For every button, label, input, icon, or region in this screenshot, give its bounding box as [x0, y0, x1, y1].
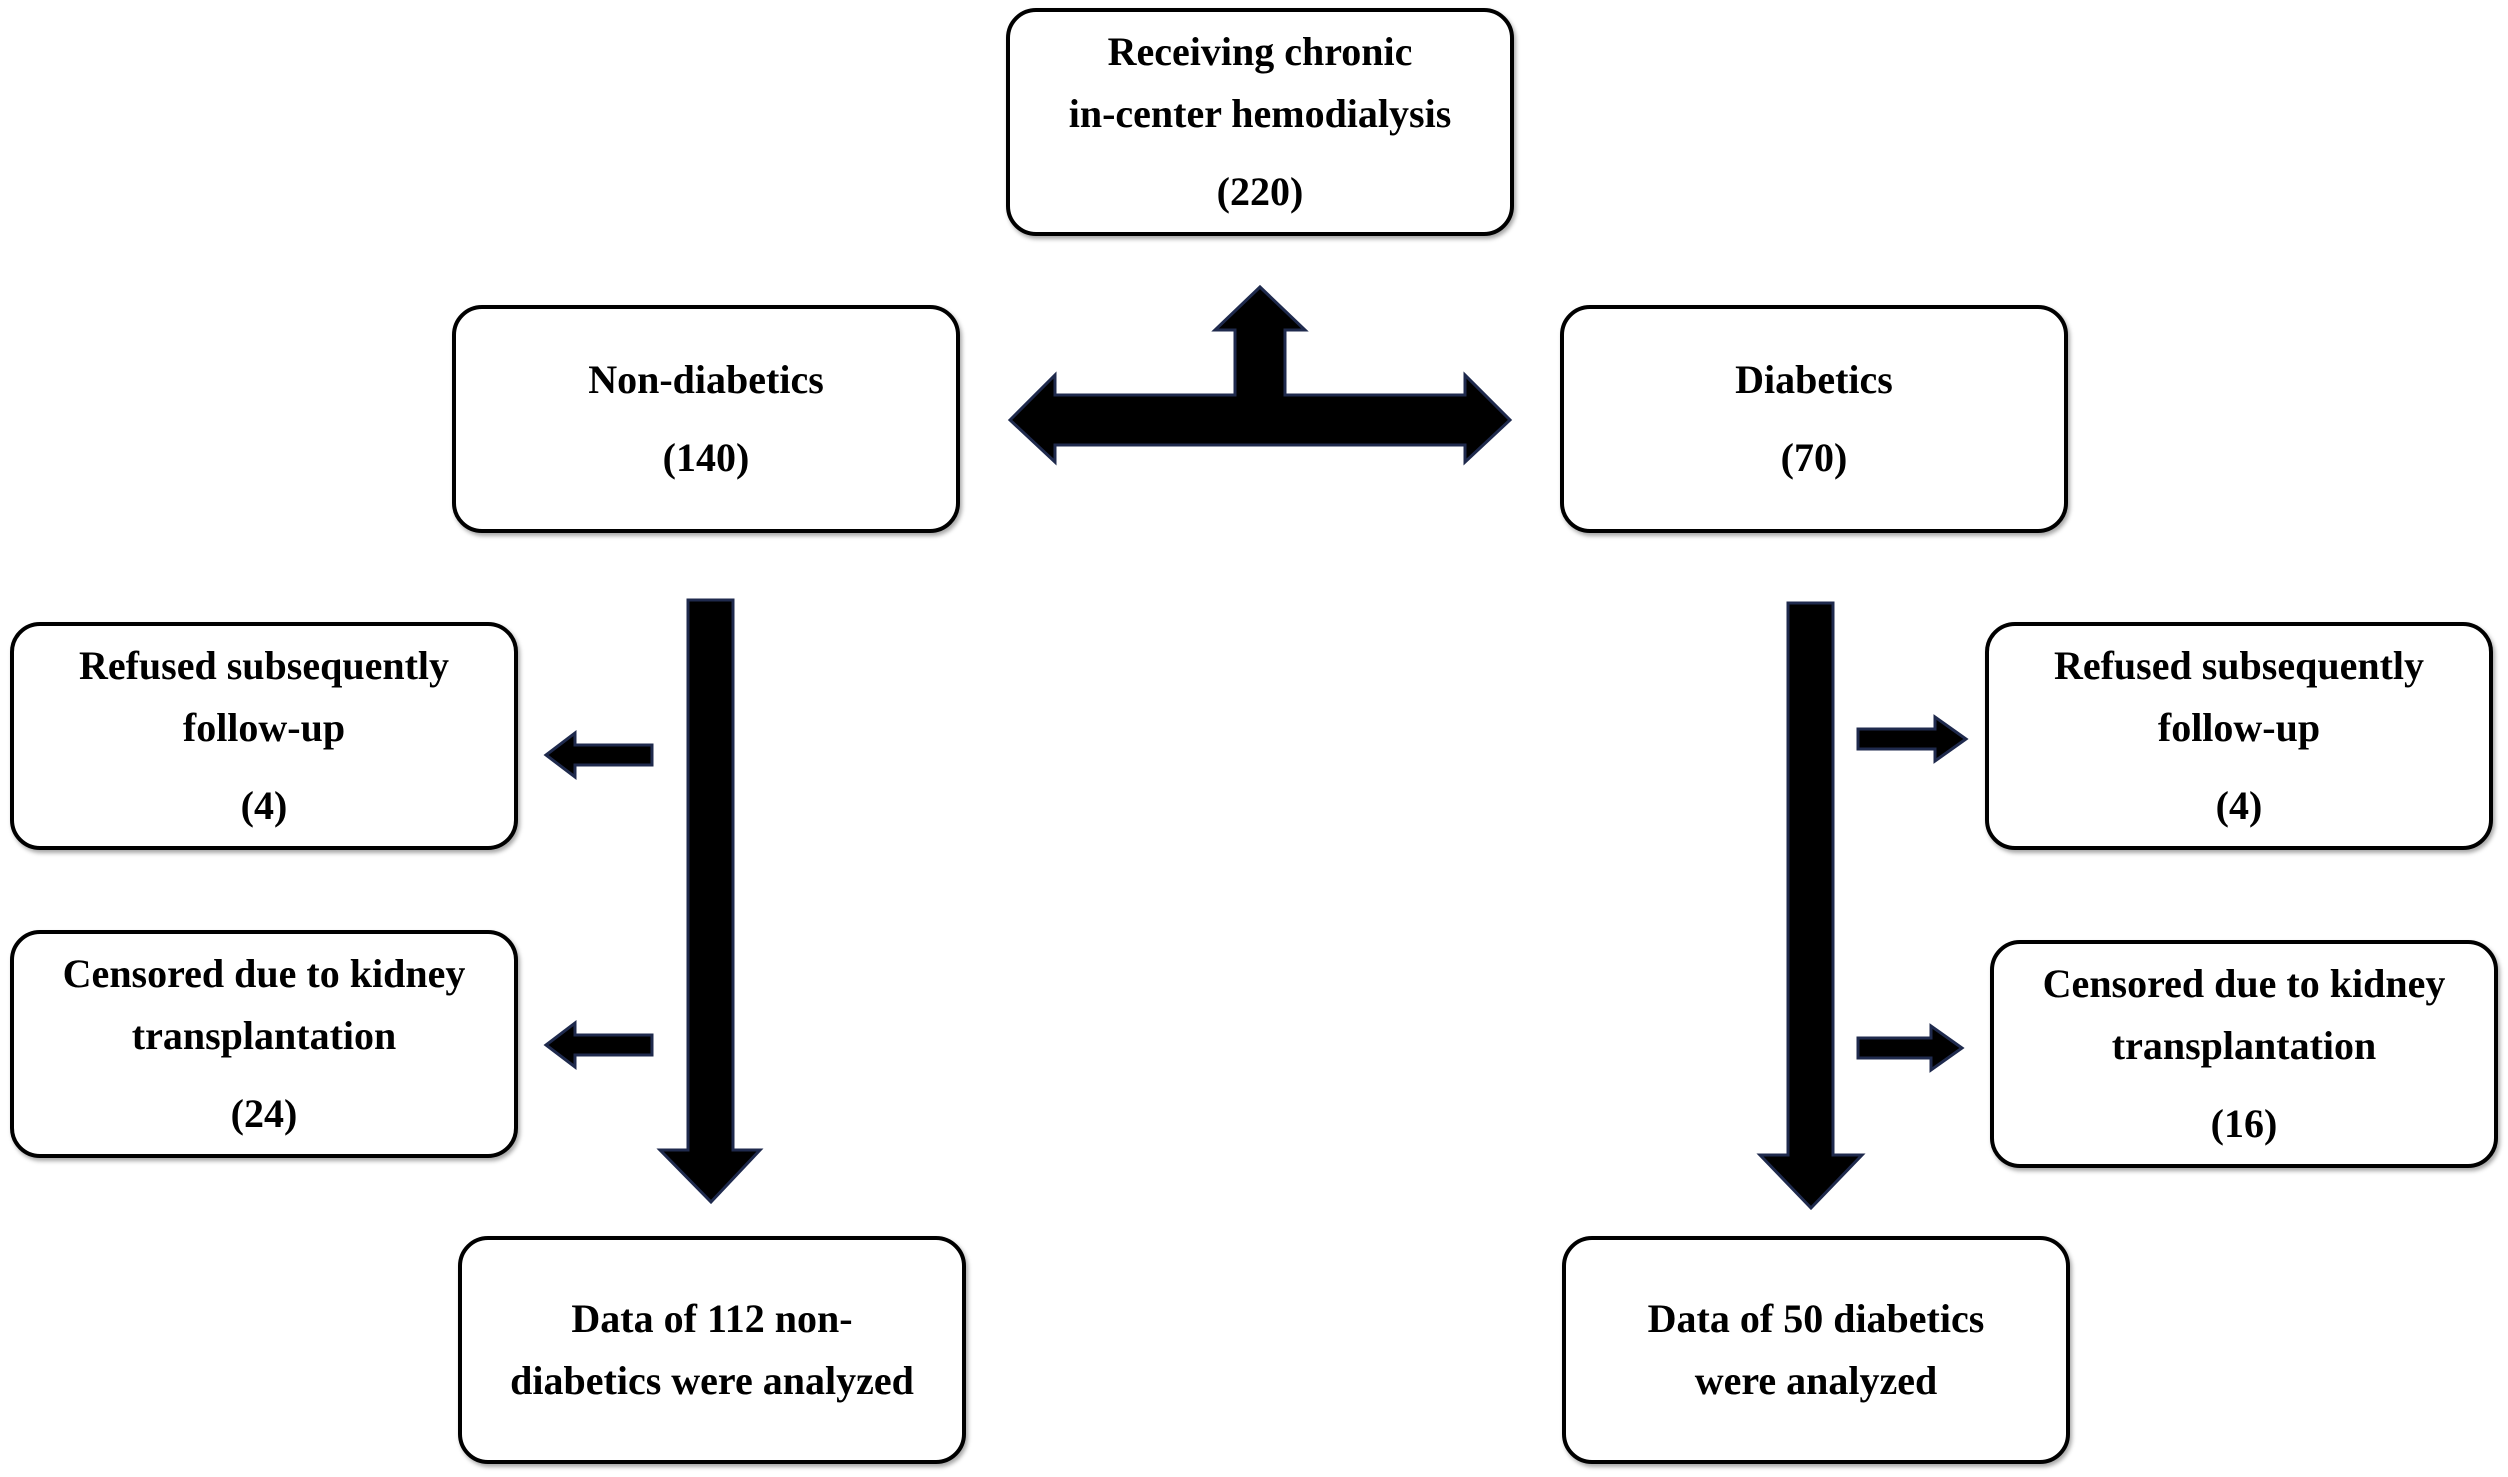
right-censored-count: (16) — [2210, 1101, 2278, 1146]
split-arrow — [1007, 284, 1513, 466]
right-down-arrow — [1756, 601, 1866, 1211]
right-refused-arrow — [1856, 714, 1969, 764]
left-censored-line2: transplantation — [131, 1013, 397, 1058]
right-censored-box: Censored due to kidney transplantation (… — [1990, 940, 2498, 1168]
left-refused-line2: follow-up — [182, 705, 346, 750]
total-patients-line2: in-center hemodialysis — [1068, 91, 1452, 136]
total-patients-line1: Receiving chronic — [1107, 29, 1413, 74]
non-diabetics-label: Non-diabetics — [588, 357, 824, 402]
diabetics-result-line1: Data of 50 diabetics — [1647, 1296, 1985, 1341]
non-diabetics-box: Non-diabetics (140) — [452, 305, 960, 533]
diabetics-count: (70) — [1780, 435, 1848, 480]
diabetics-result-box: Data of 50 diabetics were analyzed — [1562, 1236, 2070, 1464]
non-diabetics-count: (140) — [662, 435, 750, 480]
left-censored-line1: Censored due to kidney — [62, 951, 466, 996]
left-censored-count: (24) — [230, 1091, 298, 1136]
right-censored-line2: transplantation — [2111, 1023, 2377, 1068]
right-refused-box: Refused subsequently follow-up (4) — [1985, 622, 2493, 850]
total-patients-box: Receiving chronic in-center hemodialysis… — [1006, 8, 1514, 236]
left-refused-count: (4) — [240, 783, 288, 828]
diabetics-box: Diabetics (70) — [1560, 305, 2068, 533]
left-refused-arrow — [543, 729, 654, 781]
right-refused-line2: follow-up — [2157, 705, 2321, 750]
non-diabetics-result-box: Data of 112 non- diabetics were analyzed — [458, 1236, 966, 1464]
left-censored-arrow — [543, 1019, 654, 1071]
total-patients-count: (220) — [1216, 169, 1304, 214]
diabetics-result-line2: were analyzed — [1694, 1358, 1938, 1403]
non-diabetics-result-line1: Data of 112 non- — [571, 1296, 853, 1341]
left-refused-box: Refused subsequently follow-up (4) — [10, 622, 518, 850]
right-refused-line1: Refused subsequently — [2053, 643, 2425, 688]
right-refused-count: (4) — [2215, 783, 2263, 828]
non-diabetics-result-line2: diabetics were analyzed — [510, 1358, 914, 1403]
right-censored-line1: Censored due to kidney — [2042, 961, 2446, 1006]
left-down-arrow — [656, 598, 764, 1205]
right-censored-arrow — [1856, 1023, 1965, 1073]
diabetics-label: Diabetics — [1735, 357, 1893, 402]
left-refused-line1: Refused subsequently — [78, 643, 450, 688]
left-censored-box: Censored due to kidney transplantation (… — [10, 930, 518, 1158]
